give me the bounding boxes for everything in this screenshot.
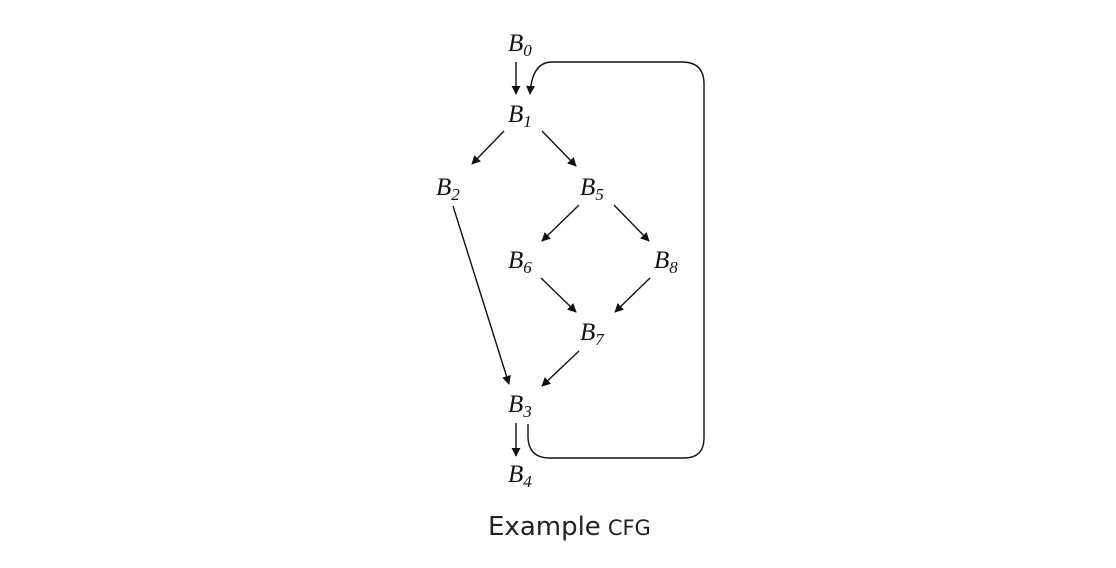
node-b3-sub: 3 bbox=[522, 402, 532, 421]
node-b7-letter: B bbox=[580, 319, 595, 346]
edge-b1-b2 bbox=[471, 130, 505, 165]
node-b5-sub: 5 bbox=[595, 185, 604, 204]
node-b6: B6 bbox=[508, 247, 532, 277]
node-b0-letter: B bbox=[508, 30, 523, 57]
edge-b6-b7 bbox=[540, 277, 577, 313]
edge-b1-b5 bbox=[541, 130, 577, 167]
edge-b2-b3 bbox=[452, 205, 511, 385]
node-b0: B0 bbox=[508, 30, 532, 60]
caption-acronym: CFG bbox=[608, 516, 651, 540]
node-layer: B0 B1 B2 B5 B6 B8 B7 B3 B4 bbox=[436, 30, 678, 491]
node-b4-sub: 4 bbox=[523, 472, 532, 491]
node-b5: B5 bbox=[580, 174, 604, 204]
node-b0-sub: 0 bbox=[523, 41, 532, 60]
caption-word: Example bbox=[488, 512, 601, 542]
node-b5-letter: B bbox=[580, 174, 595, 201]
edge-b5-b8 bbox=[613, 204, 650, 242]
edge-b8-b7 bbox=[614, 277, 651, 313]
edge-layer bbox=[452, 61, 705, 459]
node-b1: B1 bbox=[508, 101, 532, 131]
node-b1-sub: 1 bbox=[523, 112, 532, 131]
edge-b5-b6 bbox=[541, 204, 580, 242]
node-b6-sub: 6 bbox=[523, 258, 532, 277]
node-b8: B8 bbox=[654, 247, 678, 277]
node-b8-letter: B bbox=[654, 247, 669, 274]
node-b2: B2 bbox=[436, 174, 460, 204]
node-b7: B7 bbox=[580, 319, 605, 349]
node-b4-letter: B bbox=[508, 461, 523, 488]
node-b8-sub: 8 bbox=[669, 258, 678, 277]
node-b4: B4 bbox=[508, 461, 532, 491]
edge-b7-b3 bbox=[541, 350, 580, 387]
node-b3: B3 bbox=[508, 391, 532, 421]
node-b1-letter: B bbox=[508, 101, 523, 128]
node-b7-sub: 7 bbox=[595, 330, 605, 349]
node-b2-sub: 2 bbox=[451, 185, 460, 204]
node-b2-letter: B bbox=[436, 174, 451, 201]
edge-b3-b1-backedge bbox=[526, 61, 705, 459]
node-b3-letter: B bbox=[508, 391, 523, 418]
diagram-caption: Example CFG bbox=[488, 512, 651, 542]
node-b6-letter: B bbox=[508, 247, 523, 274]
